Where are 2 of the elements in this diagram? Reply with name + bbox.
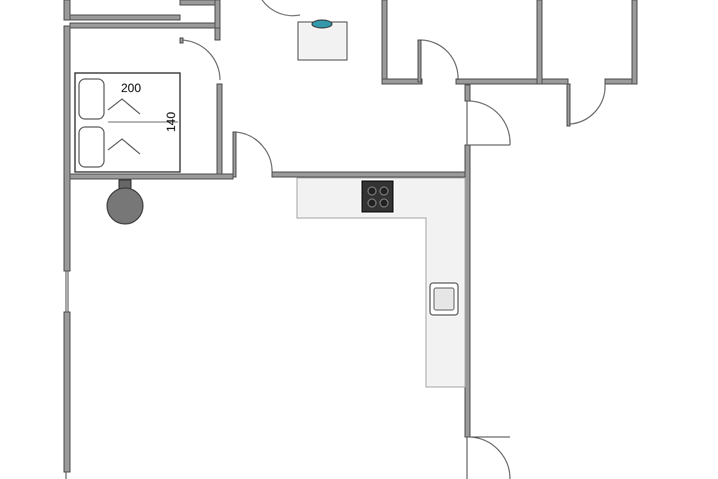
dimension-label: 200 <box>121 82 142 94</box>
dimension-label: 140 <box>165 112 178 132</box>
